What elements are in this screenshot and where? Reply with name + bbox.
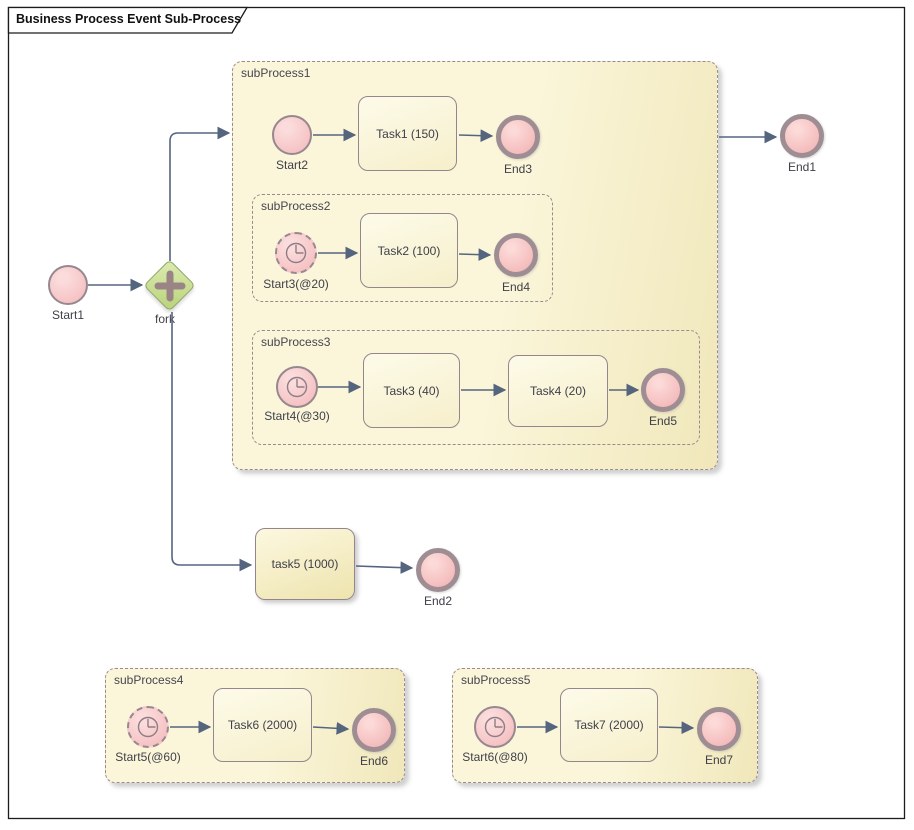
timer-start-event-start3[interactable] (275, 232, 317, 274)
subprocess-subProcess1[interactable]: subProcess1 (232, 61, 718, 470)
task-task6[interactable]: Task6 (2000) (213, 688, 312, 762)
timer-start-event-start4[interactable] (276, 366, 318, 408)
subprocess-subProcess2[interactable]: subProcess2 (252, 194, 553, 302)
node-label: End5 (648, 414, 678, 428)
timer-start-event-start6[interactable] (474, 706, 516, 748)
end-event-end4[interactable] (494, 233, 538, 277)
subprocess-label: subProcess5 (461, 673, 531, 687)
start-event-start2[interactable] (272, 115, 312, 155)
task-task1[interactable]: Task1 (150) (358, 96, 457, 171)
clock-icon (484, 716, 506, 738)
task-task7[interactable]: Task7 (2000) (560, 688, 658, 762)
end-event-end5[interactable] (641, 368, 685, 412)
subprocess-label: subProcess1 (241, 66, 311, 80)
subprocess-subProcess3[interactable]: subProcess3 (252, 330, 700, 445)
node-label: Start1 (51, 308, 85, 322)
diagram-title: Business Process Event Sub-Process (16, 12, 242, 26)
clock-icon (285, 242, 307, 264)
parallel-gateway-fork[interactable] (143, 259, 196, 312)
plus-icon (154, 270, 186, 302)
node-label: fork (154, 312, 176, 326)
end-event-end7[interactable] (697, 707, 741, 751)
node-label: Start4(@30) (264, 409, 330, 423)
timer-start-event-start5[interactable] (127, 706, 169, 748)
node-label: Start3(@20) (263, 277, 329, 291)
end-event-end3[interactable] (496, 115, 540, 159)
node-label: End6 (359, 754, 389, 768)
node-label: End3 (503, 162, 533, 176)
subprocess-label: subProcess3 (261, 335, 331, 349)
node-label: End7 (704, 753, 734, 767)
clock-icon (286, 376, 308, 398)
subprocess-label: subProcess2 (261, 199, 331, 213)
subprocess-label: subProcess4 (114, 673, 184, 687)
end-event-end1[interactable] (780, 114, 824, 158)
task-task2[interactable]: Task2 (100) (360, 213, 458, 288)
clock-icon (137, 716, 159, 738)
node-label: Start2 (275, 158, 309, 172)
diagram-title-tab (7, 6, 249, 34)
task-task3[interactable]: Task3 (40) (363, 353, 460, 428)
end-event-end2[interactable] (416, 548, 460, 592)
end-event-end6[interactable] (352, 708, 396, 752)
node-label: End2 (423, 594, 453, 608)
start-event-start1[interactable] (48, 265, 88, 305)
node-label: End1 (787, 160, 817, 174)
node-label: Start6(@80) (462, 750, 528, 764)
task-task4[interactable]: Task4 (20) (508, 355, 608, 427)
node-label: End4 (501, 280, 531, 294)
node-label: Start5(@60) (115, 750, 181, 764)
task-task5[interactable]: task5 (1000) (255, 528, 355, 600)
